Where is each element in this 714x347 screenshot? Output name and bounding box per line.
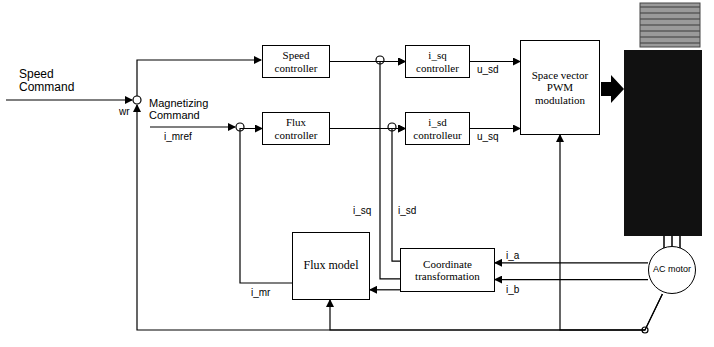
signal-label: i_mr (250, 287, 271, 298)
signal-connector (495, 279, 648, 280)
transform-box: Coordinate transformation (400, 248, 495, 292)
signal-connector (495, 262, 648, 263)
signal-label: u_sd (476, 64, 500, 75)
block-label: Speed controller (266, 49, 326, 73)
pwm-box: Space vector PWM modulation (520, 40, 600, 135)
signal-connector (370, 289, 400, 290)
block-label: Flux model (303, 259, 358, 272)
controller-box: i_sd controlleur (405, 112, 470, 145)
block-label: Space vector PWM modulation (524, 69, 596, 105)
signal-label: i_sq (352, 205, 372, 216)
signal-connector (380, 62, 405, 279)
block-label: i_sd controlleur (409, 116, 466, 140)
inverter-block (624, 50, 702, 236)
controller-box: Flux controller (262, 112, 330, 145)
signal-connector (560, 135, 662, 330)
block-label: i_sq controller (409, 49, 466, 73)
signal-label: i_a (505, 250, 520, 261)
signal-label: i_sd (397, 205, 417, 216)
block-label: AC motor (653, 265, 691, 275)
signal-connector (470, 128, 520, 129)
signal-label: i_mref (163, 131, 193, 142)
controller-box: Speed controller (262, 45, 330, 78)
block-label: Coordinate transformation (404, 258, 491, 282)
model-box: Flux model (292, 232, 370, 300)
signal-connector (392, 129, 405, 262)
motor-circle: AC motor (648, 246, 696, 294)
signal-label: i_b (505, 284, 520, 295)
signal-label: Magnetizing Command (148, 97, 230, 121)
summing-junctions (133, 56, 648, 333)
signal-label: wr (118, 106, 131, 117)
signal-connector (240, 129, 292, 284)
controller-box: i_sq controller (405, 45, 470, 78)
load-block (640, 3, 700, 47)
signal-wires (6, 60, 645, 330)
signal-label: u_sq (476, 131, 500, 142)
signal-connector (330, 294, 662, 330)
signal-connector (470, 61, 520, 62)
power-arrow (601, 75, 624, 103)
signal-label: Speed Command (18, 68, 92, 94)
block-label: Flux controller (266, 116, 326, 140)
